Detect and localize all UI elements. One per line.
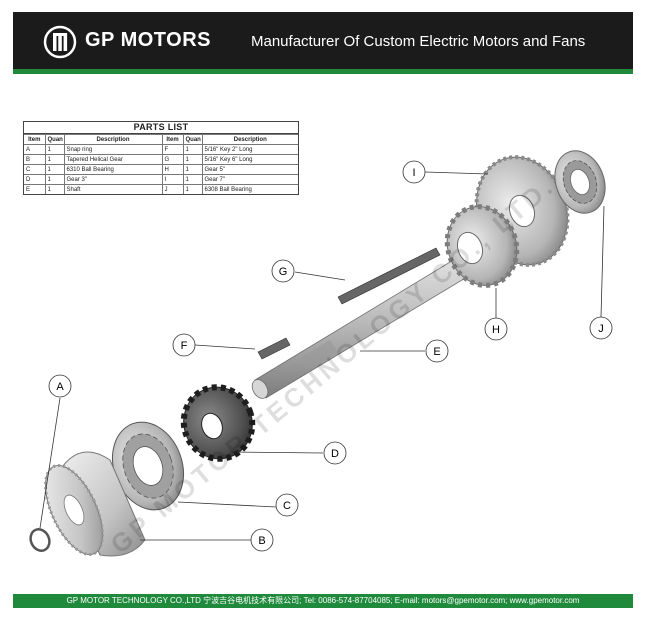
callout-b-label: B	[258, 535, 265, 547]
table-cell: 1	[182, 144, 203, 155]
table-cell: 6310 Ball Bearing	[63, 164, 163, 175]
gear-five-inch	[444, 204, 520, 288]
parts-list: PARTS LIST Item Quan Description Item Qu…	[23, 121, 299, 195]
column-header: Item	[161, 134, 184, 145]
callout-j: J	[589, 316, 613, 340]
table-cell: Gear 3"	[63, 174, 163, 185]
column-header: Description	[63, 134, 163, 145]
callout-a: A	[48, 374, 72, 398]
parts-table-header-row: Item Quan Description Item Quan Descript…	[24, 134, 298, 145]
table-row: E 1 Shaft J 1 6308 Ball Bearing	[24, 184, 298, 194]
column-header: Description	[201, 134, 298, 145]
table-cell: Tapered Helical Gear	[63, 154, 163, 165]
table-cell: H	[161, 164, 184, 175]
callout-i-label: I	[412, 167, 415, 179]
table-cell: 1	[44, 144, 65, 155]
column-header: Item	[24, 134, 46, 145]
callout-e: E	[425, 339, 449, 363]
table-cell: A	[24, 144, 46, 155]
table-row: A 1 Snap ring F 1 5/16" Key 2" Long	[24, 144, 298, 155]
tapered-helical-gear	[44, 451, 146, 557]
column-header: Quan	[182, 134, 203, 145]
table-cell: 1	[44, 184, 65, 194]
callout-f: F	[172, 333, 196, 357]
table-cell: J	[161, 184, 184, 194]
ball-bearing-6310	[112, 421, 184, 511]
table-cell: 5/16" Key 6" Long	[201, 154, 298, 165]
leader-lines	[39, 171, 605, 541]
table-cell: 1	[182, 154, 203, 165]
table-cell: Gear 5"	[201, 164, 298, 175]
footer-bar: GP MOTOR TECHNOLOGY CO.,LTD 宁波吉谷电机技术有限公司…	[13, 594, 633, 608]
table-cell: 1	[44, 164, 65, 175]
table-cell: 5/16" Key 2" Long	[201, 144, 298, 155]
table-cell: 1	[44, 174, 65, 185]
callout-a-label: A	[56, 381, 64, 393]
key-long	[337, 247, 441, 305]
callout-g: G	[271, 259, 295, 283]
snap-ring	[29, 528, 51, 552]
callout-i: I	[402, 160, 426, 184]
table-cell: G	[161, 154, 184, 165]
table-cell: C	[24, 164, 46, 175]
table-cell: Gear 7"	[201, 174, 298, 185]
callout-d: D	[323, 441, 347, 465]
gear-three-inch	[180, 384, 256, 462]
table-cell: I	[161, 174, 184, 185]
table-row: D 1 Gear 3" I 1 Gear 7"	[24, 174, 298, 185]
callout-b: B	[250, 528, 274, 552]
gp-logo-icon	[43, 25, 77, 59]
header-tagline: Manufacturer Of Custom Electric Motors a…	[251, 33, 586, 50]
table-row: C 1 6310 Ball Bearing H 1 Gear 5"	[24, 164, 298, 175]
shaft	[251, 249, 483, 399]
table-cell: E	[24, 184, 46, 194]
header-accent-stripe	[13, 69, 633, 74]
key-short	[257, 337, 291, 360]
parts-list-title: PARTS LIST	[24, 122, 298, 134]
table-row: B 1 Tapered Helical Gear G 1 5/16" Key 6…	[24, 154, 298, 165]
callout-e-label: E	[433, 346, 440, 358]
ball-bearing-6308	[554, 150, 606, 214]
table-cell: B	[24, 154, 46, 165]
callout-h: H	[484, 317, 508, 341]
header-bar: GP MOTORS Manufacturer Of Custom Electri…	[13, 12, 633, 70]
brand-name: GP MOTORS	[85, 29, 212, 51]
table-cell: D	[24, 174, 46, 185]
table-cell: 6308 Ball Bearing	[201, 184, 298, 194]
table-cell: 1	[182, 164, 203, 175]
table-cell: 1	[182, 184, 203, 194]
table-cell: 1	[44, 154, 65, 165]
table-cell: F	[161, 144, 184, 155]
callout-j-label: J	[598, 323, 604, 335]
table-cell: Snap ring	[63, 144, 163, 155]
table-cell: 1	[182, 174, 203, 185]
column-header: Quan	[44, 134, 65, 145]
callout-f-label: F	[181, 340, 188, 352]
callout-c: C	[275, 493, 299, 517]
callout-c-label: C	[283, 500, 291, 512]
parts-table: Item Quan Description Item Quan Descript…	[24, 134, 298, 194]
watermark: GP MOTOR TECHNOLOGY CO., LTD.	[105, 170, 561, 560]
callout-g-label: G	[279, 266, 288, 278]
table-cell: Shaft	[63, 184, 163, 194]
callout-h-label: H	[492, 324, 500, 336]
callout-d-label: D	[331, 448, 339, 460]
